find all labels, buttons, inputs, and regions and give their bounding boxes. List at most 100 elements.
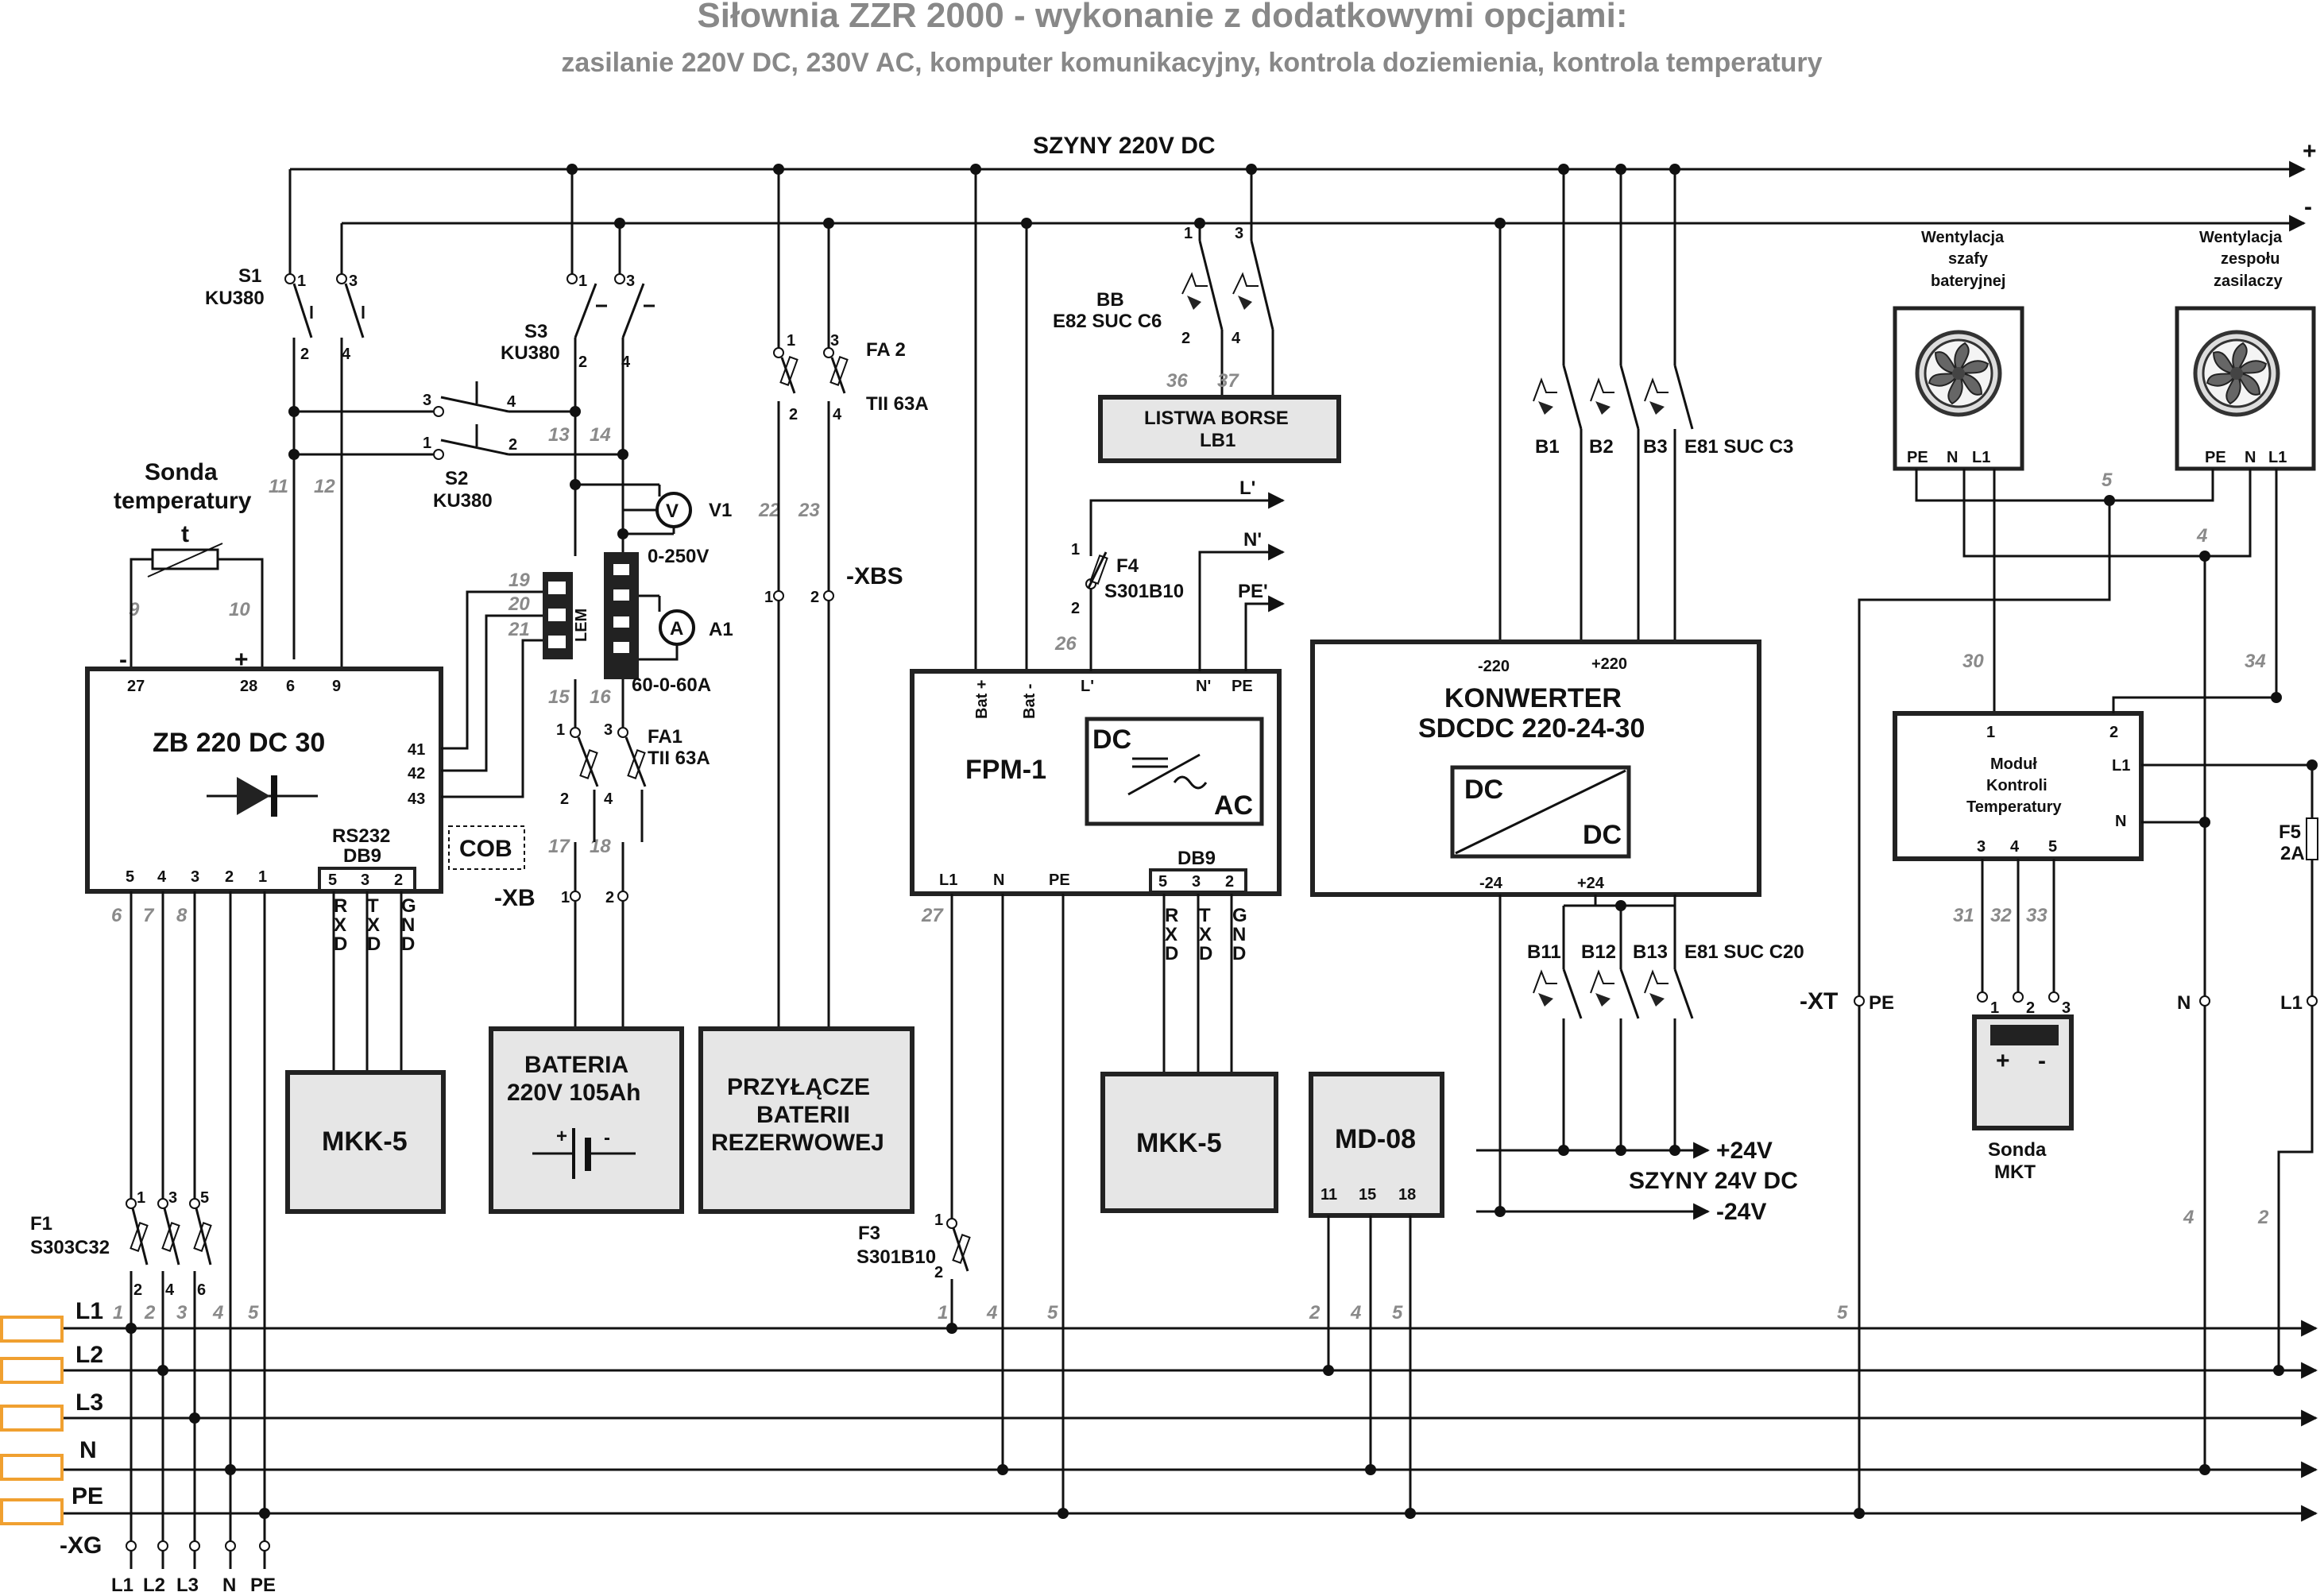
temp-probe-title-2: temperatury [114,488,252,514]
konwerter-title-2: SDCDC 220-24-30 [1418,713,1645,744]
svg-text:6: 6 [197,1281,206,1299]
dc220-bus: SZYNY 220V DC + - [290,133,2317,232]
svg-text:D: D [1232,943,1246,964]
svg-text:N: N [2177,992,2191,1014]
page-title: Siłownia ZZR 2000 - wykonanie z dodatkow… [697,0,1627,35]
svg-text:5: 5 [2048,838,2057,856]
fuse-fa1: 1 3 2 4 FA1 TII 63A [556,679,710,842]
svg-text:11: 11 [1321,1186,1337,1204]
svg-text:4: 4 [2010,838,2020,856]
s1-type: KU380 [205,288,265,309]
reserve-battery-connection-block: PRZYŁĄCZE BATERII REZERWOWEJ [698,1026,915,1214]
svg-text:3: 3 [604,721,613,739]
svg-text:D: D [1199,943,1212,964]
svg-text:4: 4 [157,868,167,886]
meters: V V1 0-250V A A1 60-0-60A [570,479,733,696]
svg-text:N': N' [1196,678,1211,695]
battery-block: BATERIA 220V 105Ah + - [489,1026,684,1214]
f3-label: F3 [858,1223,880,1244]
svg-text:D: D [334,933,347,955]
dc220-minus-label: - [2304,194,2312,220]
svg-text:19: 19 [508,570,530,591]
svg-text:4: 4 [212,1302,223,1324]
dc220-bus-label: SZYNY 220V DC [1033,133,1216,159]
svg-text:2: 2 [1309,1302,1321,1324]
svg-text:18: 18 [1398,1186,1416,1204]
svg-text:D: D [401,933,415,955]
breakers-b11-b13: B11 B12 B13 E81 SUC C20 [1527,900,1804,1150]
connector-xg: -XG L1 L2 L3 N PE [60,1328,276,1596]
svg-text:N: N [1232,924,1246,945]
svg-text:14: 14 [590,424,611,446]
svg-text:1: 1 [423,435,431,452]
svg-text:1: 1 [1184,225,1193,242]
svg-text:43: 43 [408,790,425,808]
svg-text:27: 27 [921,905,944,926]
svg-text:D: D [367,933,381,955]
konwerter-title-1: KONWERTER [1444,683,1622,713]
xbs-label: -XBS [846,563,903,589]
b-lower-type: E81 SUC C20 [1684,941,1804,963]
svg-text:2: 2 [2257,1207,2269,1228]
svg-text:G: G [1232,905,1247,926]
svg-text:1: 1 [258,868,267,886]
bb-type: E82 SUC C6 [1053,311,1162,332]
svg-text:+: + [1996,1048,2010,1074]
svg-text:27: 27 [127,678,145,695]
module-title-1: Moduł [1990,755,2037,773]
svg-text:1: 1 [556,721,565,739]
svg-text:2: 2 [578,354,587,371]
svg-text:T: T [1199,905,1211,926]
svg-text:2: 2 [605,889,614,906]
voltmeter-v: V [666,500,679,522]
ac-line-pe: PE [72,1483,103,1509]
breakers-b1-b3: B1 B2 B3 E81 SUC C3 [1533,238,1793,643]
xg-l2: L2 [143,1575,165,1596]
svg-text:3: 3 [423,392,431,409]
svg-text:1: 1 [1990,999,1999,1017]
svg-text:6: 6 [286,678,295,695]
listwa-borse-block: LISTWA BORSE LB1 [1098,395,1341,463]
vent2-line1: Wentylacja [2199,229,2283,246]
fuse-f4: 1 2 F4 S301B10 L' N' PE' [1071,477,1286,671]
svg-text:1: 1 [1071,541,1080,558]
f4-type: S301B10 [1104,581,1184,602]
svg-text:1: 1 [938,1302,948,1324]
svg-text:16: 16 [590,686,611,708]
mkk5-right-title: MKK-5 [1136,1128,1222,1158]
svg-text:2: 2 [810,589,819,606]
konwerter-dc-out: DC [1583,820,1622,850]
page-subtitle: zasilanie 220V DC, 230V AC, komputer kom… [561,48,1822,78]
xg-pe: PE [250,1575,276,1596]
svg-text:-: - [604,1127,610,1149]
svg-text:L1: L1 [2112,757,2130,775]
svg-text:-24: -24 [1479,875,1503,892]
xg-l3: L3 [176,1575,199,1596]
battery-title-1: BATERIA [524,1052,628,1078]
svg-text:3: 3 [1235,225,1243,242]
svg-text:2: 2 [560,790,569,808]
fpm-output-l: L' [1239,477,1255,499]
svg-text:4: 4 [2183,1207,2194,1228]
fpm-ac-label: AC [1214,790,1253,821]
svg-text:2: 2 [144,1302,156,1324]
ac-bus: L1 L2 L3 N PE [0,1298,2318,1525]
module-title-2: Kontroli [1986,777,2048,794]
svg-text:5: 5 [1047,1302,1058,1324]
md08-block: MD-08 11 15 18 [1309,1072,1444,1218]
dc220-plus-label: + [2303,138,2317,164]
svg-text:10: 10 [229,599,250,620]
fuse-f5: F5 2A [2279,765,2318,997]
listwa-title-2: LB1 [1200,430,1235,451]
svg-text:R: R [1165,905,1178,926]
s3-label: S3 [524,321,547,342]
svg-text:PE: PE [2205,449,2226,466]
reserve-title-3: REZERWOWEJ [711,1130,884,1156]
svg-text:8: 8 [176,905,188,926]
md08-title: MD-08 [1335,1124,1416,1154]
svg-text:X: X [334,914,346,936]
svg-text:5: 5 [1158,873,1167,891]
xb-label: -XB [494,885,536,911]
svg-text:4: 4 [604,790,613,808]
svg-text:+: + [556,1126,567,1147]
